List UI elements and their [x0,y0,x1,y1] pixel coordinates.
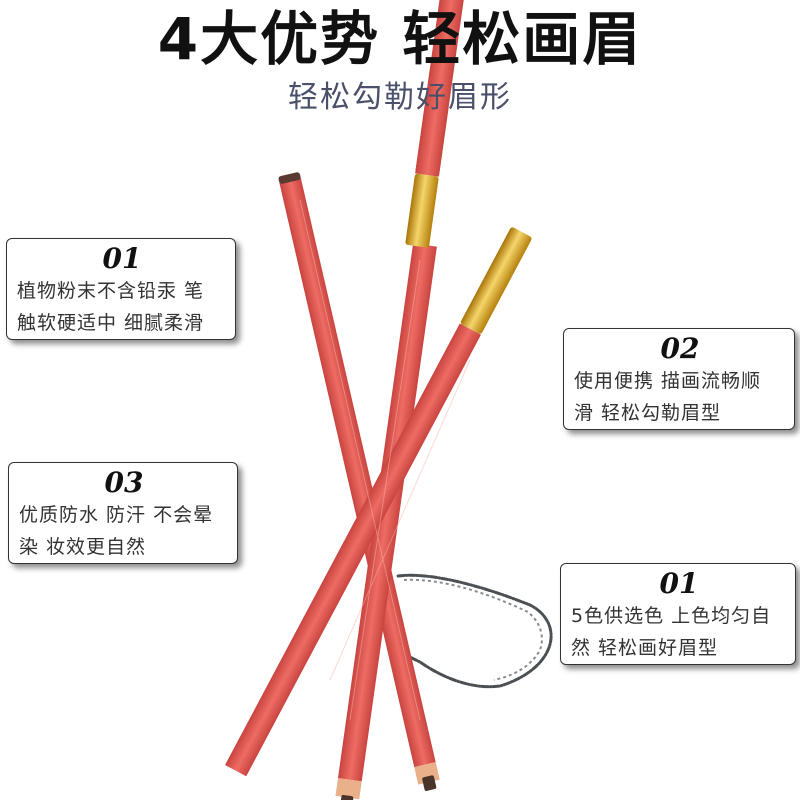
callout-number: 02 [660,332,700,365]
feature-callout-2: 02 使用便携 描画流畅顺 滑 轻松勾勒眉型 [563,328,795,430]
feature-callout-3: 03 优质防水 防汗 不会晕 染 妆效更自然 [8,462,238,564]
eyebrow-stroke-sample [390,573,553,689]
feature-callout-4: 01 5色供选色 上色均匀自 然 轻松画好眉型 [560,563,796,665]
callout-text-line: 触软硬适中 细腻柔滑 [17,312,205,334]
callout-text-line: 然 轻松画好眉型 [571,637,719,659]
pencil-two-cap [405,173,439,248]
eyebrow-stroke-texture [403,578,543,681]
pencil-three [225,227,532,777]
pencil-two-body [335,243,437,804]
callout-text-line: 染 妆效更自然 [19,536,147,558]
callout-text-line: 优质防水 防汗 不会晕 [19,504,214,526]
page-title: 4大优势 轻松画眉 [157,5,643,73]
pencil-pattern [299,199,471,721]
callout-text-line: 5色供选色 上色均匀自 [571,605,772,627]
page-subtitle: 轻松勾勒好眉形 [288,80,512,115]
callout-text-line: 植物粉末不含铅汞 笔 [17,280,205,302]
callout-number: 01 [102,242,142,275]
callout-number: 01 [659,567,699,600]
feature-callout-1: 01 植物粉末不含铅汞 笔 触软硬适中 细腻柔滑 [6,238,236,340]
callout-text-line: 使用便携 描画流畅顺 [574,370,762,392]
pencil-two [415,0,517,177]
callout-number: 03 [104,466,144,499]
callout-text-line: 滑 轻松勾勒眉型 [574,402,722,424]
